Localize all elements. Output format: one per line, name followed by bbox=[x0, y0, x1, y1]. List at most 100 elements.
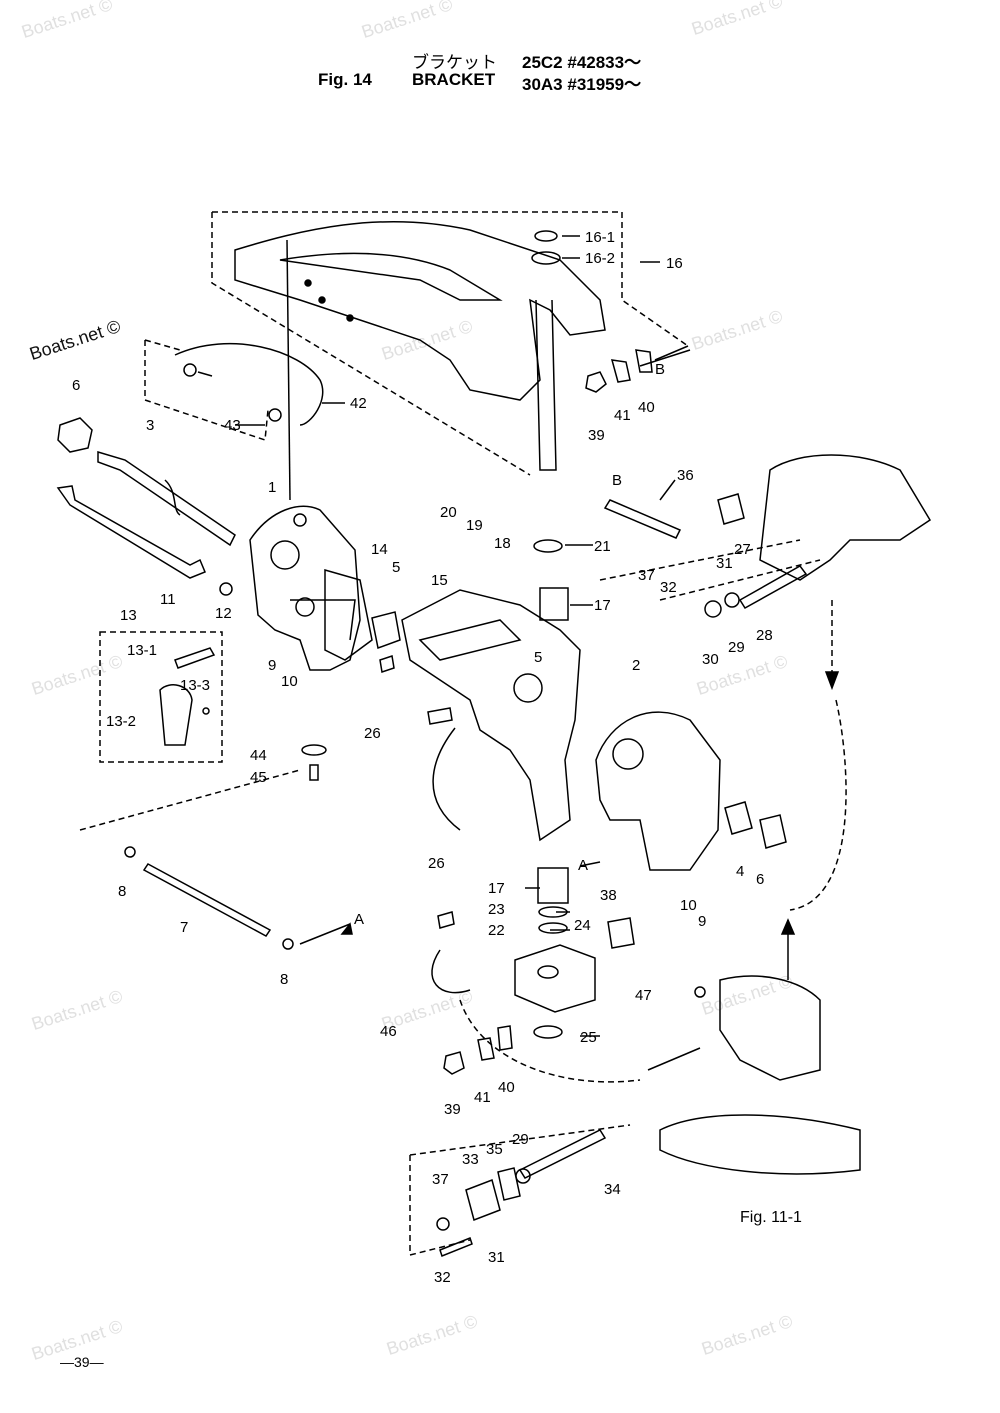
stern-bracket-1 bbox=[249, 505, 361, 671]
callout-13-3: 13-3 bbox=[180, 677, 210, 694]
bushing-27 bbox=[717, 493, 745, 525]
spring-13-1 bbox=[174, 647, 216, 669]
callout-5-left: 5 bbox=[392, 559, 400, 576]
rod-11 bbox=[56, 485, 206, 579]
sensor-26-lower bbox=[437, 911, 455, 929]
group-mount-outline bbox=[599, 539, 821, 601]
callout-25: 25 bbox=[580, 1029, 597, 1046]
tiller-bracket-16 bbox=[234, 220, 606, 401]
callout-44: 44 bbox=[250, 747, 267, 764]
figure-number: Fig. 14 bbox=[318, 70, 372, 89]
callout-40-lower: 40 bbox=[498, 1079, 515, 1096]
bolt-32-lower bbox=[439, 1237, 473, 1257]
bushing-4 bbox=[724, 801, 753, 835]
callout-4: 4 bbox=[736, 863, 744, 880]
group-13-outline bbox=[99, 631, 223, 763]
callout-39-lower: 39 bbox=[444, 1101, 461, 1118]
callout-37-upper: 37 bbox=[638, 567, 655, 584]
pad-38 bbox=[607, 917, 635, 949]
callout-29-lower: 29 bbox=[512, 1131, 529, 1148]
part-12 bbox=[219, 582, 233, 596]
callout-5-right: 5 bbox=[534, 649, 542, 666]
nut-39-lower bbox=[443, 1051, 465, 1075]
callout-12: 12 bbox=[215, 605, 232, 622]
callout-6-right: 6 bbox=[756, 871, 764, 888]
bolt-28 bbox=[738, 565, 808, 610]
callout-22: 22 bbox=[488, 922, 505, 939]
ref-A-left: A bbox=[354, 911, 364, 928]
callout-27: 27 bbox=[734, 541, 751, 558]
callout-29-upper: 29 bbox=[728, 639, 745, 656]
plate-41-lower bbox=[477, 1037, 495, 1061]
callout-46: 46 bbox=[380, 1023, 397, 1040]
ref-A-right: A bbox=[578, 857, 588, 874]
ref-B-upper: B bbox=[655, 361, 665, 378]
callout-2: 2 bbox=[632, 657, 640, 674]
callout-37-lower: 37 bbox=[432, 1171, 449, 1188]
callout-8-right: 8 bbox=[280, 971, 288, 988]
callout-13-2: 13-2 bbox=[106, 713, 136, 730]
callout-16: 16 bbox=[666, 255, 683, 272]
callout-41-upper: 41 bbox=[614, 407, 631, 424]
figure-title: BRACKET bbox=[412, 70, 496, 89]
bolt-3 bbox=[97, 450, 236, 547]
callout-35: 35 bbox=[486, 1141, 503, 1158]
group-43-outline bbox=[144, 339, 269, 442]
serial-line-1: 25C2 #42833〜 bbox=[522, 53, 642, 72]
callout-36: 36 bbox=[677, 467, 694, 484]
callout-43: 43 bbox=[224, 417, 241, 434]
callout-14: 14 bbox=[371, 541, 388, 558]
callout-26-upper: 26 bbox=[364, 725, 381, 742]
block-24 bbox=[514, 944, 596, 1013]
callout-31-lower: 31 bbox=[488, 1249, 505, 1266]
callout-32-upper: 32 bbox=[660, 579, 677, 596]
stern-bracket-2 bbox=[595, 711, 721, 871]
callout-19: 19 bbox=[466, 517, 483, 534]
part-44 bbox=[301, 744, 327, 756]
callout-23: 23 bbox=[488, 901, 505, 918]
callout-41-lower: 41 bbox=[474, 1089, 491, 1106]
steering-shaft bbox=[535, 299, 557, 471]
callout-28: 28 bbox=[756, 627, 773, 644]
pin-36 bbox=[603, 499, 682, 539]
callout-8-left: 8 bbox=[118, 883, 126, 900]
callout-47: 47 bbox=[635, 987, 652, 1004]
mount-housing bbox=[759, 454, 932, 581]
callout-17-lower: 17 bbox=[488, 880, 505, 897]
bushing-33 bbox=[465, 1179, 501, 1221]
callout-16-2: 16-2 bbox=[585, 250, 615, 267]
callout-10-left: 10 bbox=[281, 673, 298, 690]
callout-32-lower: 32 bbox=[434, 1269, 451, 1286]
nut-6-left bbox=[57, 417, 93, 453]
callout-6-left: 6 bbox=[72, 377, 80, 394]
callout-33: 33 bbox=[462, 1151, 479, 1168]
part-14 bbox=[324, 569, 373, 661]
plate-40-lower bbox=[497, 1025, 513, 1051]
callout-31-upper: 31 bbox=[716, 555, 733, 572]
callout-40-upper: 40 bbox=[638, 399, 655, 416]
page-number: —39— bbox=[60, 1354, 104, 1370]
lever-13-2 bbox=[159, 684, 193, 746]
callout-13: 13 bbox=[120, 607, 137, 624]
callout-38: 38 bbox=[600, 887, 617, 904]
part-45 bbox=[309, 764, 319, 781]
wire-42 bbox=[174, 343, 324, 426]
callout-17-upper: 17 bbox=[594, 597, 611, 614]
callout-16-1: 16-1 bbox=[585, 229, 615, 246]
rod-7 bbox=[142, 863, 272, 937]
cap-6-right bbox=[759, 814, 787, 849]
callout-10-right: 10 bbox=[680, 897, 697, 914]
group-34-outline bbox=[409, 1124, 631, 1256]
bushing-17-lower bbox=[537, 867, 569, 904]
sensor-26 bbox=[379, 655, 395, 673]
callout-20: 20 bbox=[440, 504, 457, 521]
assembly-16-outline bbox=[211, 211, 689, 476]
callout-9-right: 9 bbox=[698, 913, 706, 930]
callout-34: 34 bbox=[604, 1181, 621, 1198]
nut-39 bbox=[585, 371, 607, 393]
callout-26-lower: 26 bbox=[428, 855, 445, 872]
callout-15: 15 bbox=[431, 572, 448, 589]
anti-cavitation-plate bbox=[659, 1114, 861, 1175]
callout-42: 42 bbox=[350, 395, 367, 412]
